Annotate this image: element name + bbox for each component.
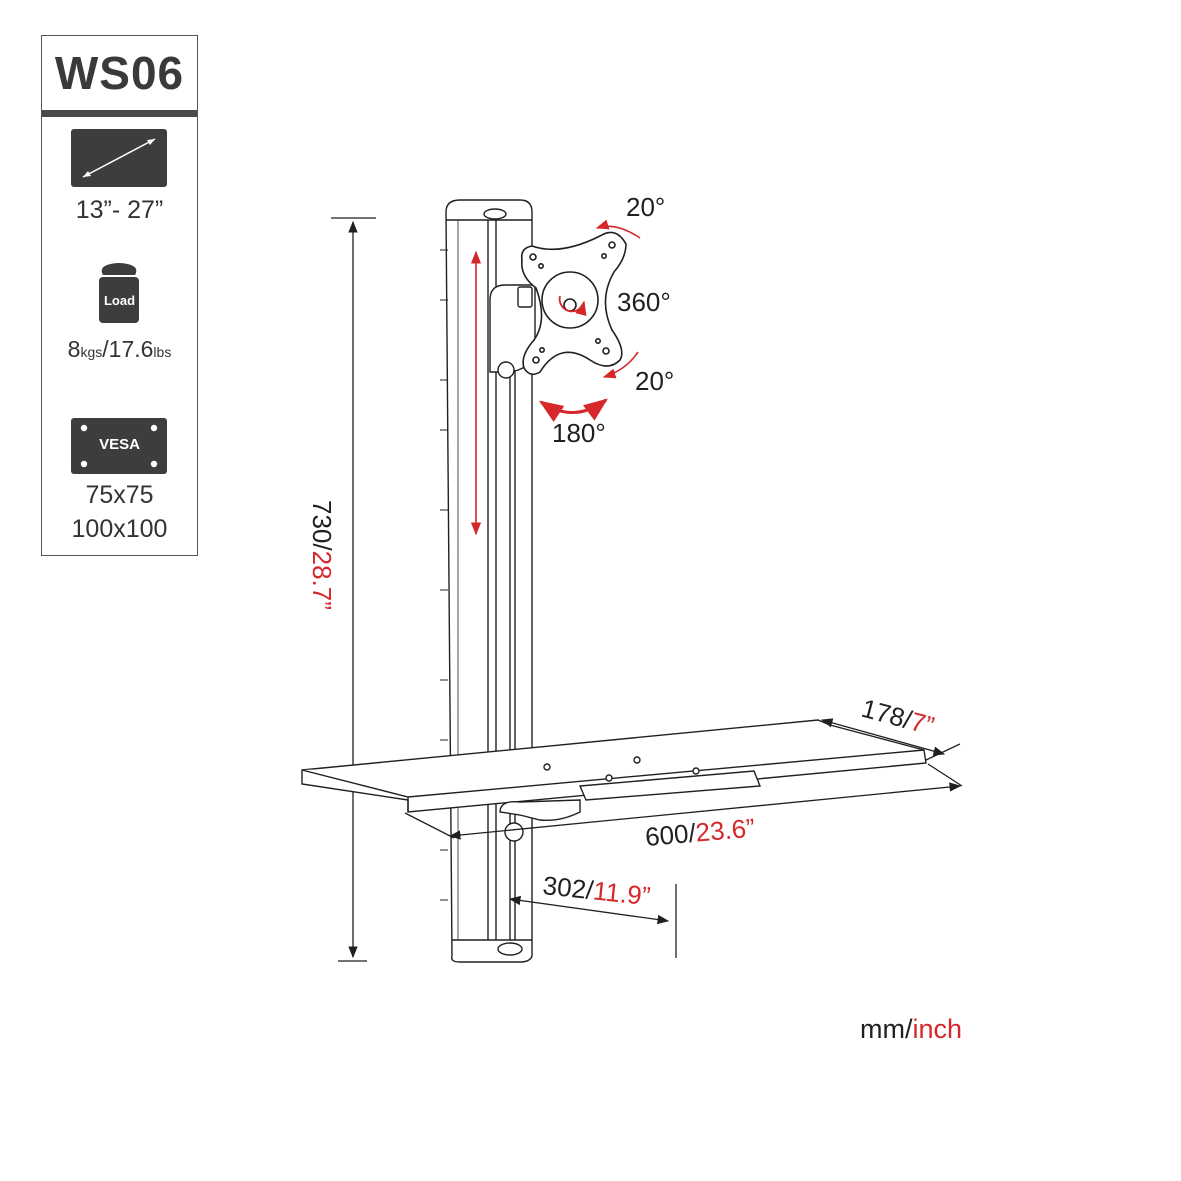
reach-label: 302/11.9” (541, 870, 651, 911)
rotate-label: 360° (617, 287, 671, 317)
vesa-label: VESA (99, 436, 140, 453)
model-name: WS06 (54, 47, 185, 99)
width-mm: 600/ (644, 818, 698, 852)
rotate-arrow (558, 295, 587, 316)
tray-depth-dimension (820, 718, 961, 761)
height-label: 730/28.7” (307, 500, 337, 610)
reach-dimension (508, 884, 677, 958)
tilt-down-arrow (602, 351, 639, 379)
weight-icon (99, 263, 139, 323)
swivel-label: 180° (552, 418, 606, 448)
reach-mm: 302/ (541, 870, 595, 905)
model-divider (42, 110, 197, 117)
units-inch: inch (912, 1014, 963, 1044)
depth-mm: 178/ (858, 693, 915, 735)
tray-width-dimension (404, 763, 963, 840)
load-capacity: 8kgs/17.6lbs (42, 336, 197, 363)
reach-in: 11.9” (592, 875, 652, 911)
width-in: 23.6” (694, 813, 756, 848)
vesa-size-1: 75x75 (85, 481, 154, 509)
load-label: Load (103, 293, 136, 308)
swivel-arrow (539, 398, 608, 422)
height-in: 28.7” (307, 551, 337, 610)
tilt-down-label: 20° (635, 366, 674, 396)
height-mm: 730/ (307, 500, 337, 551)
tilt-up-label: 20° (626, 192, 665, 222)
height-dimension-line (331, 217, 376, 962)
vesa-size-2: 100x100 (71, 515, 168, 543)
load-lb: /17.6 (102, 336, 154, 362)
load-kg: 8 (67, 336, 81, 362)
load-kg-unit: kgs (80, 344, 103, 360)
units-mm: mm/ (860, 1014, 913, 1044)
load-lb-unit: lbs (153, 344, 172, 360)
tilt-up-arrow (595, 219, 641, 239)
spec-panel: WS06 13”- 27” Load 8kgs/17.6lbs VESA 75x… (41, 35, 198, 556)
tray-width-label: 600/23.6” (644, 813, 756, 852)
units-legend: mm/inch (860, 1014, 962, 1045)
monitor-arm (489, 284, 536, 379)
vesa-plate (520, 231, 627, 376)
vesa-icon (71, 418, 167, 474)
screen-size-icon (71, 129, 167, 187)
screen-size-range: 13”- 27” (75, 196, 164, 224)
keyboard-tray (301, 719, 927, 842)
